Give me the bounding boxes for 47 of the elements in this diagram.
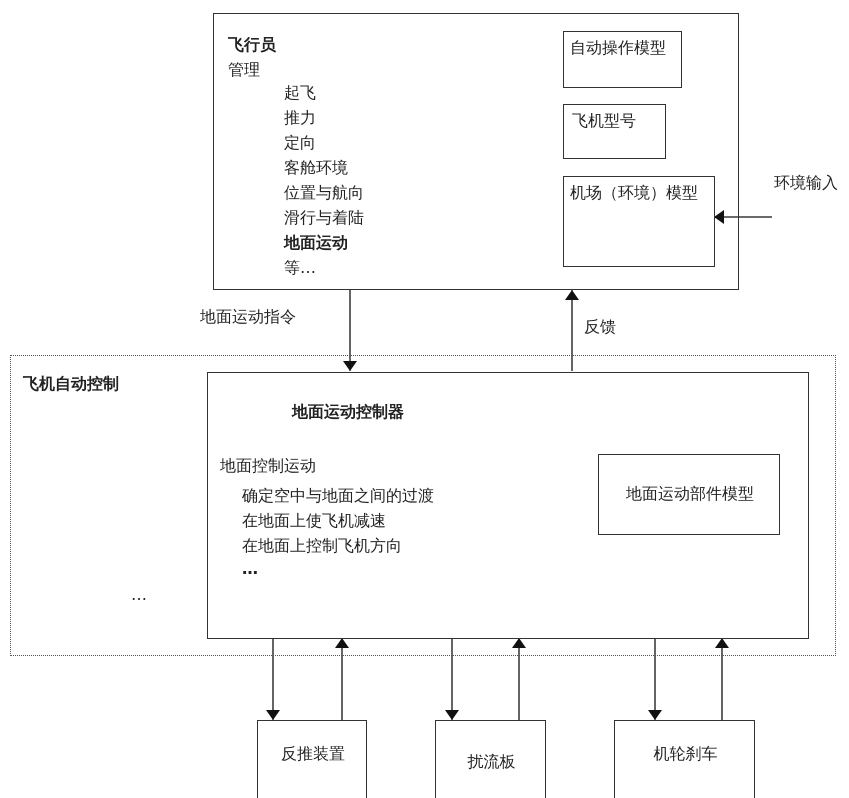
system-group <box>10 355 836 656</box>
label: … <box>242 558 258 580</box>
label: 客舱环境 <box>284 157 348 179</box>
input-label: 环境输入 <box>774 172 838 194</box>
actuator-box <box>257 720 367 798</box>
label: 等… <box>284 257 316 279</box>
pilot-box <box>213 13 739 290</box>
actuator-box <box>614 720 755 798</box>
arrow <box>343 290 357 371</box>
label: 在地面上使飞机减速 <box>242 510 386 532</box>
label: 地面运动部件模型 <box>625 483 755 505</box>
arrow <box>335 638 349 720</box>
controller-box <box>207 372 809 639</box>
label: 定向 <box>284 132 316 154</box>
label: 自动操作模型 <box>570 37 667 59</box>
arrow <box>648 638 662 720</box>
model-box <box>563 104 666 159</box>
arrow <box>266 638 280 720</box>
arrow <box>715 638 729 720</box>
heading: 飞行员 <box>228 34 276 56</box>
label: 机场（环境）模型 <box>570 182 699 204</box>
label: 地面控制运动 <box>220 455 316 477</box>
label: 机轮刹车 <box>652 743 718 765</box>
label: 位置与航向 <box>284 182 364 204</box>
arrow <box>512 638 526 720</box>
heading: 飞机自动控制 <box>23 373 119 395</box>
label: 扰流板 <box>466 751 516 773</box>
model-box <box>598 454 780 535</box>
label: 起飞 <box>284 82 316 104</box>
arrow <box>565 290 579 371</box>
edge-label: 地面运动指令 <box>200 306 296 328</box>
edge-label: 反馈 <box>584 316 616 338</box>
arrow <box>714 210 772 224</box>
model-box <box>563 31 682 88</box>
label: 管理 <box>228 59 260 81</box>
heading: 地面运动控制器 <box>292 401 404 423</box>
label: … <box>131 584 147 606</box>
label: 在地面上控制飞机方向 <box>242 535 402 557</box>
label: 地面运动 <box>284 232 348 254</box>
model-box <box>563 176 715 267</box>
arrow <box>445 638 459 720</box>
label: 确定空中与地面之间的过渡 <box>242 485 434 507</box>
label: 推力 <box>284 107 316 129</box>
actuator-box <box>435 720 546 798</box>
label: 滑行与着陆 <box>284 207 364 229</box>
label: 反推装置 <box>280 743 346 765</box>
label: 飞机型号 <box>572 110 637 132</box>
